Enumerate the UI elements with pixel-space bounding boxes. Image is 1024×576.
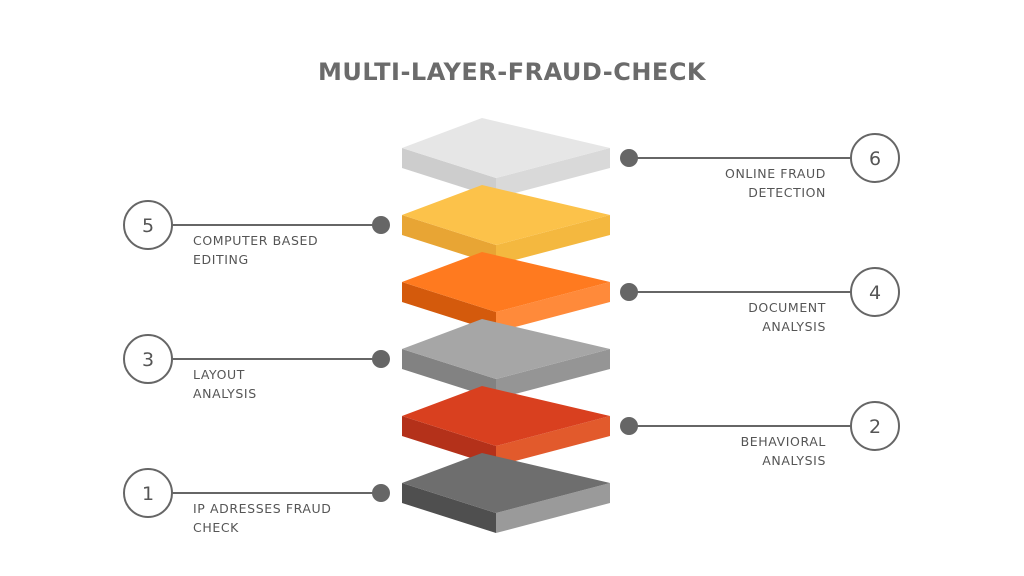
layer-6-top-face	[402, 118, 610, 178]
layer-2	[402, 386, 610, 466]
layer-6-left-face	[402, 148, 496, 198]
callout-1-label-line: CHECK	[193, 520, 239, 535]
layer-1-top-face	[402, 453, 610, 513]
layer-3-left-face	[402, 349, 496, 399]
layer-1	[402, 453, 610, 533]
layer-5-left-face	[402, 215, 496, 265]
callout-5-dot	[372, 216, 390, 234]
layer-5	[402, 185, 610, 265]
layer-2-left-face	[402, 416, 496, 466]
callout-2-label-line: ANALYSIS	[762, 453, 826, 468]
diagram-title: MULTI-LAYER-FRAUD-CHECK	[318, 58, 707, 86]
layer-4-top-face	[402, 252, 610, 312]
callout-4-label-line: ANALYSIS	[762, 319, 826, 334]
callout-1: 1 IP ADRESSES FRAUD CHECK	[123, 468, 390, 535]
layer-2-top-face	[402, 386, 610, 446]
layer-3-right-face	[496, 349, 610, 399]
layer-4	[402, 252, 610, 332]
badge-2-number: 2	[869, 416, 881, 438]
layer-3-top-face	[402, 319, 610, 379]
callout-5-label-line: COMPUTER BASED	[193, 233, 318, 248]
callout-3-label-line: ANALYSIS	[193, 386, 257, 401]
badge-3	[123, 334, 173, 384]
layer-5-top-face	[402, 185, 610, 245]
layer-1-left-face	[402, 483, 496, 533]
callout-4-label-line: DOCUMENT	[748, 300, 826, 315]
callout-1-label-line: IP ADRESSES FRAUD	[193, 501, 332, 516]
layer-4-left-face	[402, 282, 496, 332]
badge-2	[850, 401, 900, 451]
layer-stack	[402, 118, 610, 533]
callout-3-label-line: LAYOUT	[193, 367, 245, 382]
layer-6	[402, 118, 610, 198]
layer-5-right-face	[496, 215, 610, 265]
badge-6	[850, 133, 900, 183]
badge-1-number: 1	[142, 483, 154, 505]
callout-6-dot	[620, 149, 638, 167]
badge-4-number: 4	[869, 282, 881, 304]
layer-3	[402, 319, 610, 399]
callout-4-dot	[620, 283, 638, 301]
badge-5	[123, 200, 173, 250]
callout-6-label-line: DETECTION	[748, 185, 826, 200]
callout-2-label-line: BEHAVIORAL	[741, 434, 826, 449]
badge-5-number: 5	[142, 215, 154, 237]
layer-1-right-face	[496, 483, 610, 533]
callout-1-dot	[372, 484, 390, 502]
badge-4	[850, 267, 900, 317]
callout-5-label-line: EDITING	[193, 252, 249, 267]
callout-3-dot	[372, 350, 390, 368]
layer-4-right-face	[496, 282, 610, 332]
callout-2-dot	[620, 417, 638, 435]
badge-6-number: 6	[869, 148, 881, 170]
layer-6-right-face	[496, 148, 610, 198]
badge-1	[123, 468, 173, 518]
badge-3-number: 3	[142, 349, 154, 371]
layer-2-right-face	[496, 416, 610, 466]
callout-6-label-line: ONLINE FRAUD	[725, 166, 826, 181]
